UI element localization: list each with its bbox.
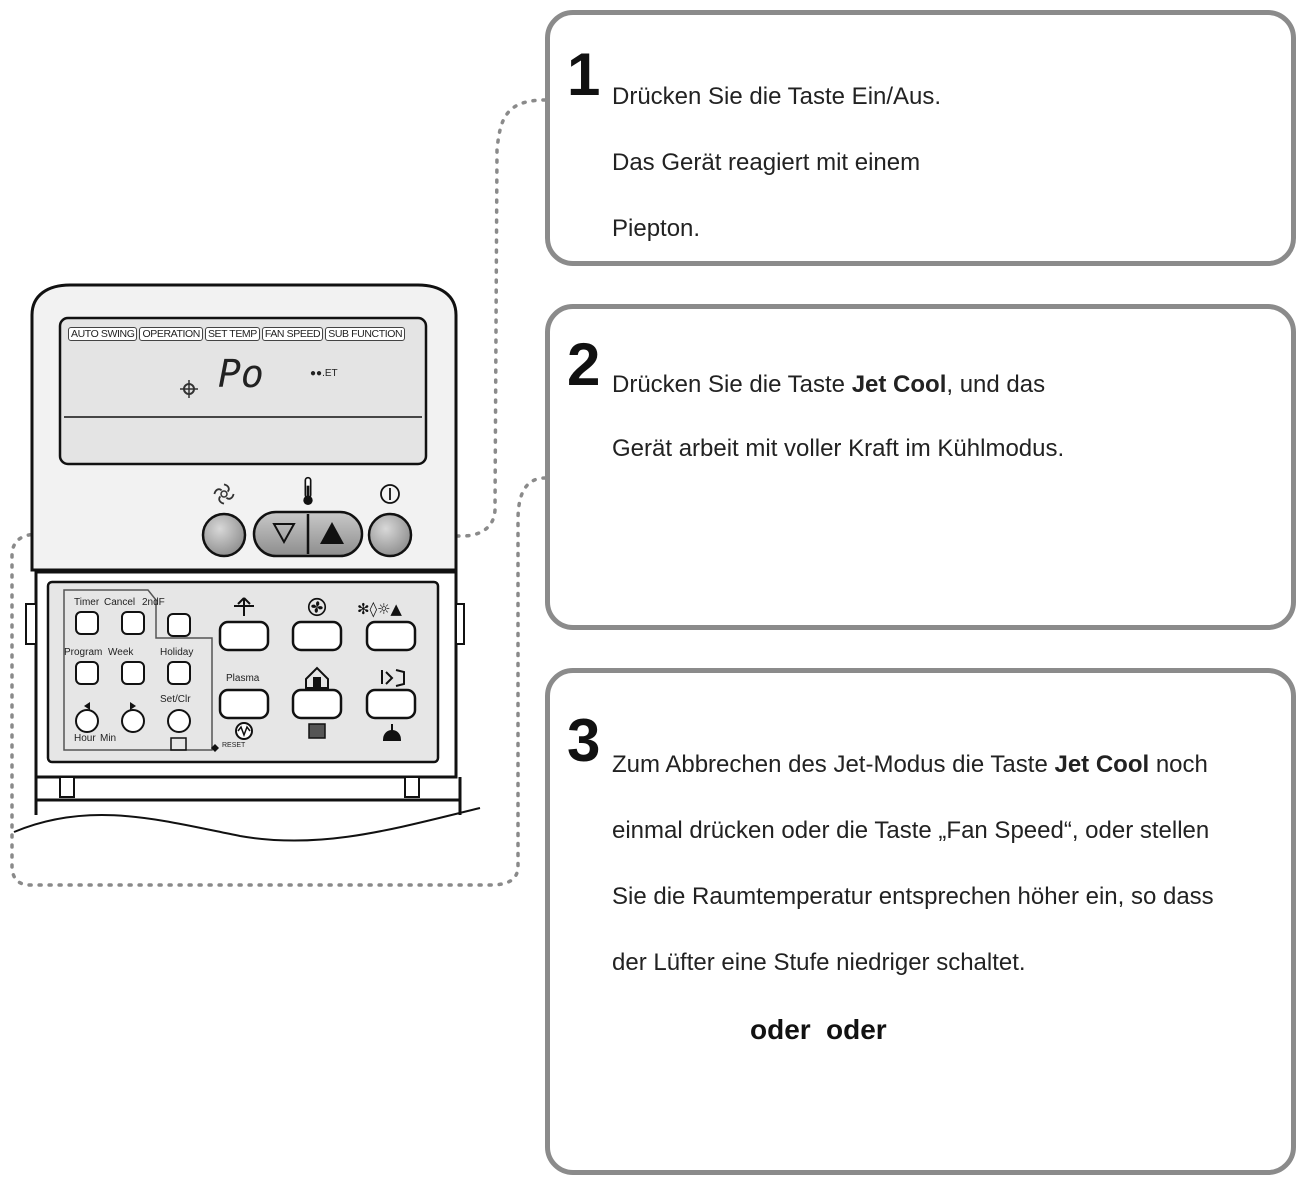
step-1-line-2: Das Gerät reagiert mit einem xyxy=(612,149,921,176)
step-1-number: 1 xyxy=(567,41,601,108)
jet-key[interactable] xyxy=(218,620,270,652)
lcd-label-sub-function: SUB FUNCTION xyxy=(325,327,406,341)
mode-key[interactable] xyxy=(365,620,417,652)
step-1-line-1: Drücken Sie die Taste Ein/Aus. xyxy=(612,83,942,110)
remote-power-button[interactable] xyxy=(367,512,413,558)
remote-jet-cool-button[interactable] xyxy=(201,512,247,558)
step-3-line-2: einmal drücken oder die Taste „Fan Speed… xyxy=(612,817,1210,844)
week-key[interactable] xyxy=(121,661,145,685)
room-key[interactable] xyxy=(291,688,343,720)
remote-thermometer-icon xyxy=(302,476,314,506)
svg-text:✻◊☼▲: ✻◊☼▲ xyxy=(357,600,402,618)
airflow-icon xyxy=(234,597,254,616)
step-2-text: Drücken Sie die Taste Jet Cool, und das … xyxy=(612,337,1064,497)
hour-label: Hour xyxy=(74,733,96,744)
step-3-line-3: Sie die Raumtemperatur entsprechen höher… xyxy=(612,883,1214,910)
swing-icon xyxy=(381,669,405,687)
step-2-pre: Drücken Sie die Taste xyxy=(612,371,852,398)
timer-key[interactable] xyxy=(75,611,99,635)
2ndf-key[interactable] xyxy=(167,613,191,637)
lcd-swing-icon xyxy=(180,380,198,398)
plasma-label: Plasma xyxy=(226,673,260,684)
step-3-number: 3 xyxy=(567,707,601,774)
set-clr-key[interactable] xyxy=(167,709,191,733)
lcd-label-row: AUTO SWING OPERATION SET TEMP FAN SPEED … xyxy=(68,327,422,341)
week-label: Week xyxy=(108,647,134,658)
holiday-key[interactable] xyxy=(167,661,191,685)
min-label: Min xyxy=(100,733,117,744)
step-1-panel: 1 Drücken Sie die Taste Ein/Aus. Das Ger… xyxy=(545,10,1296,266)
step-1-text: Drücken Sie die Taste Ein/Aus. Das Gerät… xyxy=(612,47,941,278)
filter-icon xyxy=(308,723,326,739)
cancel-label: Cancel xyxy=(104,597,136,608)
step-2-line-2: Gerät arbeit mit voller Kraft im Kühlmod… xyxy=(612,435,1065,462)
set-clr-label: Set/Clr xyxy=(160,694,191,705)
step-3-panel: 3 Zum Abbrechen des Jet-Modus die Taste … xyxy=(545,668,1296,1175)
timer-label: Timer xyxy=(74,597,100,608)
step-3-bold-jet-cool: Jet Cool xyxy=(1054,751,1150,778)
lcd-label-auto-swing: AUTO SWING xyxy=(68,327,138,341)
lcd-label-set-temp: SET TEMP xyxy=(204,327,260,341)
reset-label: RESET xyxy=(222,742,246,749)
2ndf-label: 2ndF xyxy=(142,597,165,608)
mode-icons: ✻◊☼▲ xyxy=(357,600,402,618)
plasma-icon xyxy=(235,722,253,740)
step-2-line-1: Drücken Sie die Taste Jet Cool, und das xyxy=(612,369,1064,401)
min-key[interactable] xyxy=(121,709,145,733)
step-2-panel: 2 Drücken Sie die Taste Jet Cool, und da… xyxy=(545,304,1296,630)
lcd-fan-indicator: ●●.ET xyxy=(310,368,338,379)
program-key[interactable] xyxy=(75,661,99,685)
hour-key[interactable] xyxy=(75,709,99,733)
or-label-1: oder xyxy=(750,1014,811,1045)
step-2-number: 2 xyxy=(567,331,601,398)
fan-key[interactable] xyxy=(291,620,343,652)
lcd-label-fan-speed: FAN SPEED xyxy=(261,327,324,341)
sleep-icon xyxy=(382,724,402,741)
step-3-text: Zum Abbrechen des Jet-Modus die Taste Je… xyxy=(612,715,1214,1012)
plasma-key[interactable] xyxy=(218,688,270,720)
lcd-label-operation: OPERATION xyxy=(139,327,203,341)
connector-step-2 xyxy=(10,476,547,887)
connector-step-1 xyxy=(408,98,547,538)
cover-edge xyxy=(13,807,481,842)
remote-temp-up-button[interactable] xyxy=(320,522,344,544)
holiday-label: Holiday xyxy=(160,647,194,658)
connector-lines xyxy=(10,98,547,887)
remote-lcd xyxy=(58,316,428,466)
remote-large-keys xyxy=(218,620,417,720)
room-icon xyxy=(305,666,329,689)
or-label-2: oder xyxy=(826,1014,887,1045)
step-1-line-3: Piepton. xyxy=(612,215,701,242)
cancel-key[interactable] xyxy=(121,611,145,635)
step-3-line-4: der Lüfter eine Stufe niedriger schaltet… xyxy=(612,949,1026,976)
remote-controller: ✻◊☼▲ xyxy=(13,283,481,842)
lcd-value: Po xyxy=(218,352,264,396)
step-3-post: noch xyxy=(1149,751,1208,778)
step-3-pre: Zum Abbrechen des Jet-Modus die Taste xyxy=(612,751,1055,778)
step-2-post: , und das xyxy=(946,371,1046,398)
remote-small-keys xyxy=(75,611,191,733)
remote-temp-down-button[interactable] xyxy=(272,523,296,545)
step-3-line-1: Zum Abbrechen des Jet-Modus die Taste Je… xyxy=(612,748,1214,781)
swing-key[interactable] xyxy=(365,688,417,720)
step-2-bold-jet-cool: Jet Cool xyxy=(851,371,947,398)
program-label: Program xyxy=(64,647,103,658)
